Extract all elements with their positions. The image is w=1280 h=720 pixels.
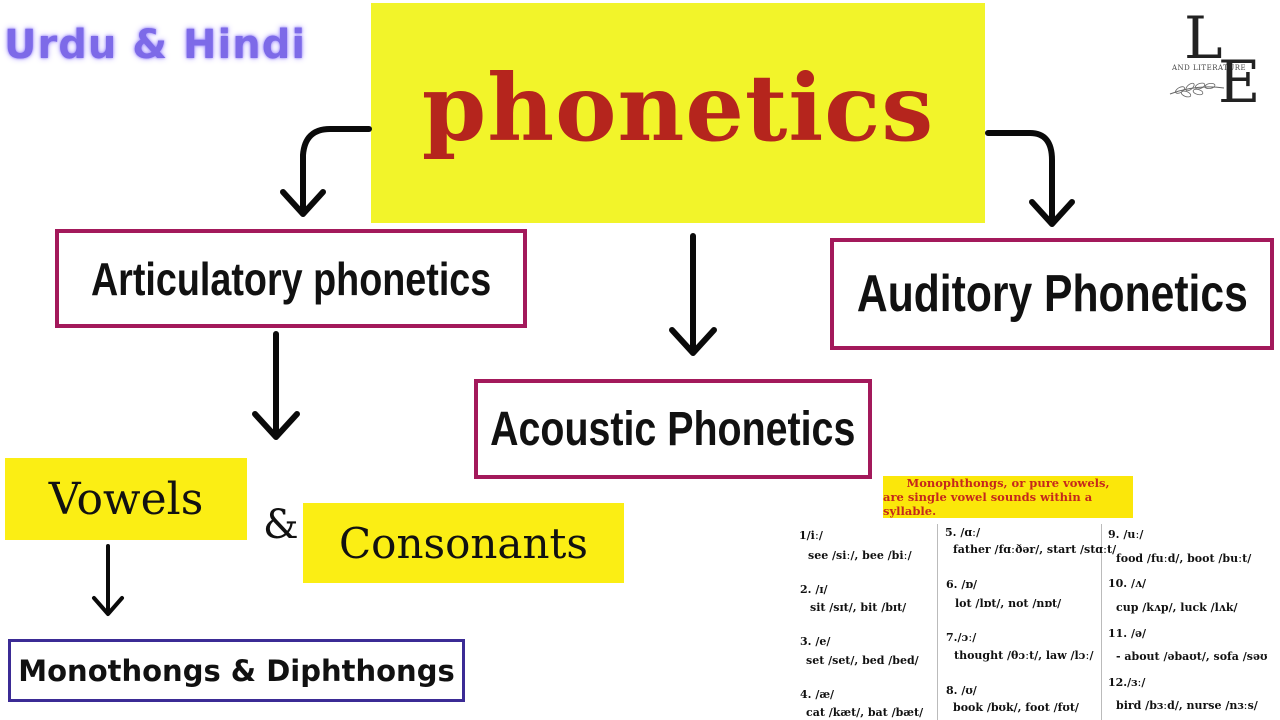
- monophthongs-header-line1: Monophthongs, or pure vowels,: [906, 476, 1110, 490]
- acoustic-phonetics-box: Acoustic Phonetics: [474, 379, 872, 479]
- vowel-num: 2. /ɪ/: [800, 583, 828, 596]
- monophthongs-header-line2: are single vowel sounds within a syllabl…: [883, 490, 1093, 518]
- ampersand: &: [263, 502, 299, 548]
- consonants-label: Consonants: [339, 518, 588, 568]
- vowel-num: 7./ɔː/: [946, 631, 977, 644]
- vowel-example: thought /θɔːt/, law /lɔː/: [954, 649, 1094, 662]
- vowel-example: bird /bɜːd/, nurse /nɜːs/: [1116, 699, 1258, 712]
- articulatory-label: Articulatory phonetics: [90, 252, 492, 305]
- articulatory-phonetics-box: Articulatory phonetics: [55, 229, 527, 328]
- vowel-example: set /set/, bed /bed/: [806, 654, 919, 667]
- vowel-num: 4. /æ/: [800, 688, 835, 701]
- vowel-num: 12./ɜː/: [1108, 676, 1146, 689]
- vowel-num: 10. /ʌ/: [1108, 577, 1147, 590]
- logo-tagline: AND LITERATURE: [1172, 64, 1247, 72]
- auditory-phonetics-box: Auditory Phonetics: [830, 238, 1274, 350]
- page-title: phonetics: [421, 54, 935, 162]
- vowel-example: food /fuːd/, boot /buːt/: [1116, 552, 1252, 565]
- acoustic-label: Acoustic Phonetics: [490, 402, 856, 456]
- vowel-num: 1/iː/: [799, 529, 823, 542]
- vowel-example: sit /sɪt/, bit /bɪt/: [810, 601, 907, 614]
- vowel-num: 8. /ʊ/: [946, 684, 977, 697]
- vowel-example: cup /kʌp/, luck /lʌk/: [1116, 601, 1238, 614]
- vowel-num: 6. /ɒ/: [946, 578, 978, 591]
- auditory-label: Auditory Phonetics: [856, 265, 1248, 323]
- vowel-num: 3. /e/: [800, 635, 831, 648]
- logo-letter-l: L: [1184, 4, 1223, 72]
- vowel-example: father /fɑːðər/, start /stɑːt/: [953, 543, 1117, 556]
- arrow-to-articulatory: [300, 126, 372, 215]
- monophthongs-header: Monophthongs, or pure vowels, are single…: [883, 476, 1133, 518]
- vowel-example: lot /lɒt/, not /nɒt/: [955, 597, 1062, 610]
- title-box: phonetics: [371, 3, 985, 223]
- vowel-num: 11. /ə/: [1108, 627, 1147, 640]
- vowel-num: 9. /uː/: [1108, 528, 1144, 541]
- vowel-num: 5. /ɑː/: [945, 526, 981, 539]
- mono-diph-label: Monothongs & Diphthongs: [18, 653, 455, 688]
- column-divider: [1101, 524, 1102, 720]
- vowel-example: - about /əbaʊt/, sofa /səʊ: [1116, 650, 1268, 663]
- le-logo: L AND LITERATURE E: [1168, 4, 1276, 116]
- vowels-box: Vowels: [5, 458, 247, 540]
- column-divider: [937, 524, 938, 720]
- vowel-example: book /bʊk/, foot /fʊt/: [953, 701, 1079, 714]
- language-label: Urdu & Hindi: [4, 22, 307, 68]
- arrow-to-auditory: [985, 130, 1055, 225]
- vowels-label: Vowels: [48, 473, 204, 525]
- logo-letter-e: E: [1218, 48, 1261, 116]
- vowel-example: see /siː/, bee /biː/: [808, 549, 912, 562]
- monothongs-diphthongs-box: Monothongs & Diphthongs: [8, 639, 465, 702]
- leaf-branch-icon: [1169, 82, 1225, 98]
- vowel-example: cat /kæt/, bat /bæt/: [806, 706, 924, 719]
- consonants-box: Consonants: [303, 503, 624, 583]
